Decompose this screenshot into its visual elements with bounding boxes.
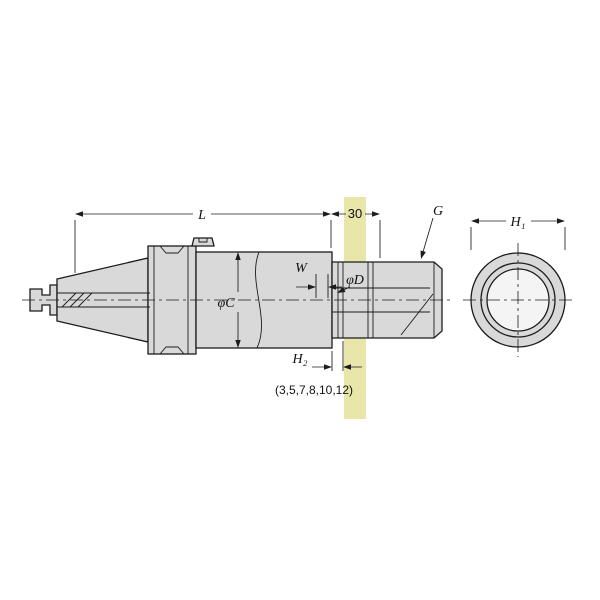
dimension-label-W: W: [295, 261, 308, 276]
dimension-annotations: L 30 G H₁ φC W φD H₂ (3,5: [74, 204, 566, 397]
dimension-label-phiD: φD: [346, 273, 364, 288]
dim-phiC-arrow-up: [235, 252, 241, 260]
dim-phiC-arrow-down: [235, 340, 241, 348]
dimension-label-L: L: [197, 208, 206, 223]
dim-G-leader: [422, 217, 434, 253]
dim-H1-arrow-left: [471, 218, 479, 224]
dim-G-arrow: [420, 250, 426, 259]
dim-L-arrow-right: [323, 211, 331, 217]
dim-30-arrow-left: [331, 211, 339, 217]
drawbar-bore-lines: [57, 292, 150, 308]
dimension-label-G: G: [433, 204, 443, 219]
dim-W-arrow-right: [308, 284, 316, 290]
dim-H2-lines: [312, 341, 362, 371]
key-tab-notch: [198, 238, 208, 243]
dimension-label-phiC: φC: [217, 296, 235, 311]
dimension-label-H2: H₂: [292, 352, 308, 367]
dim-L-arrow-left: [75, 211, 83, 217]
dim-H2-arrow-left: [343, 364, 351, 370]
dim-30-arrow-right: [372, 211, 380, 217]
centerlines: [22, 243, 574, 357]
dim-H2-arrow-right: [324, 364, 332, 370]
dimension-label-H1: H₁: [510, 215, 526, 230]
section-break-curve: [255, 251, 262, 349]
dim-phiD-arrow: [337, 287, 346, 293]
dim-H1-lines: [470, 220, 566, 250]
dim-W-arrow-left: [328, 284, 336, 290]
dim-L-lines: [74, 213, 332, 273]
keyway-lines: [315, 274, 329, 298]
available-sizes-label: (3,5,7,8,10,12): [275, 383, 353, 397]
dimension-label-30: 30: [348, 206, 362, 221]
dim-30-lines: [339, 213, 381, 258]
dim-H1-arrow-right: [557, 218, 565, 224]
